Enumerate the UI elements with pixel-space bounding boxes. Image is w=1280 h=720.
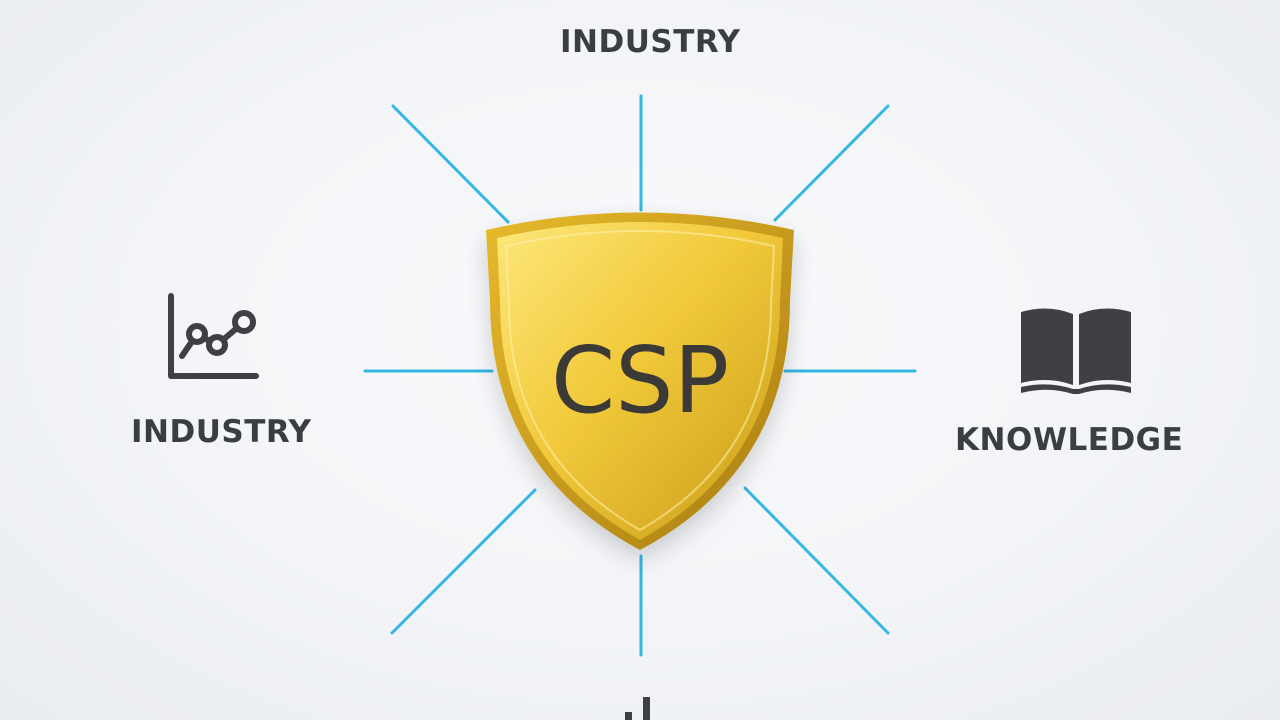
label-left: INDUSTRY [131, 414, 312, 450]
label-right: KNOWLEDGE [955, 422, 1184, 458]
open-book-icon [1021, 308, 1131, 394]
shield-icon [486, 212, 794, 550]
ray-top-right [773, 104, 890, 222]
line-chart-icon [168, 293, 259, 379]
ray-top-left [391, 104, 510, 224]
bar-chart-icon [625, 697, 650, 720]
rays [363, 94, 917, 657]
shield-text: CSP [551, 327, 729, 434]
label-top: INDUSTRY [560, 24, 741, 60]
ray-bottom-right [743, 486, 890, 635]
ray-bottom-left [390, 488, 537, 635]
